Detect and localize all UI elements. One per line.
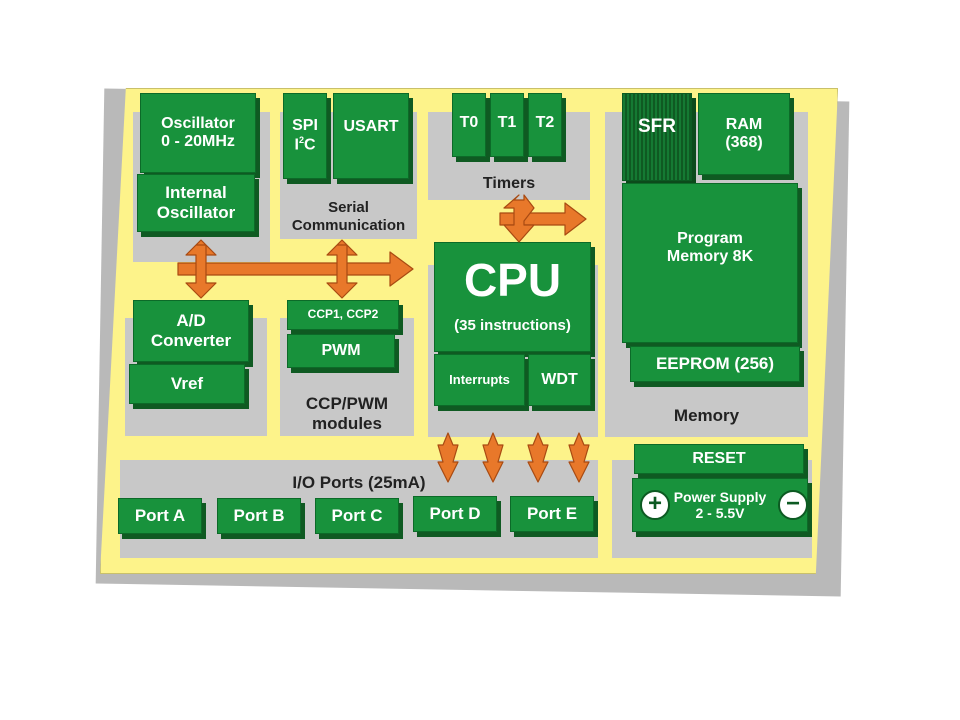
timers-cpu-arrow [503,194,535,243]
reset-block: RESET [634,444,804,474]
timer-t1-block: T1 [490,93,524,157]
ccp-block: CCP1, CCP2 [287,300,399,330]
oscillator-bus-arrow [185,239,217,299]
memory-label: Memory [673,406,740,425]
serial-bus-arrow [326,239,358,299]
plus-terminal-icon: + [640,490,670,520]
interrupts-block: Interrupts [434,354,525,406]
vref-block: Vref [129,364,245,404]
ports-bus-arrow-4 [568,432,590,483]
ports-bus-arrow-2 [482,432,504,483]
timers-label: Timers [482,175,536,192]
ports-bus-arrow-3 [527,432,549,483]
timer-t2-block: T2 [528,93,562,157]
port-c-block: Port C [315,498,399,534]
io-ports-label: I/O Ports (25mA) [292,473,426,492]
spi-i2c-block: SPI I2C [283,93,327,179]
horizontal-bus-arrow [177,251,414,287]
eeprom-block: EEPROM (256) [630,346,800,382]
ram-block: RAM(368) [698,93,790,175]
usart-block: USART [333,93,409,179]
timer-t0-block: T0 [452,93,486,157]
sfr-block: SFR [622,93,692,181]
minus-terminal-icon: − [778,490,808,520]
ports-bus-arrow-1 [437,432,459,483]
port-a-block: Port A [118,498,202,534]
port-b-block: Port B [217,498,301,534]
port-d-block: Port D [413,496,497,532]
pwm-block: PWM [287,334,395,368]
cpu-block: CPU (35 instructions) [434,242,591,352]
wdt-block: WDT [528,354,591,406]
port-e-block: Port E [510,496,594,532]
